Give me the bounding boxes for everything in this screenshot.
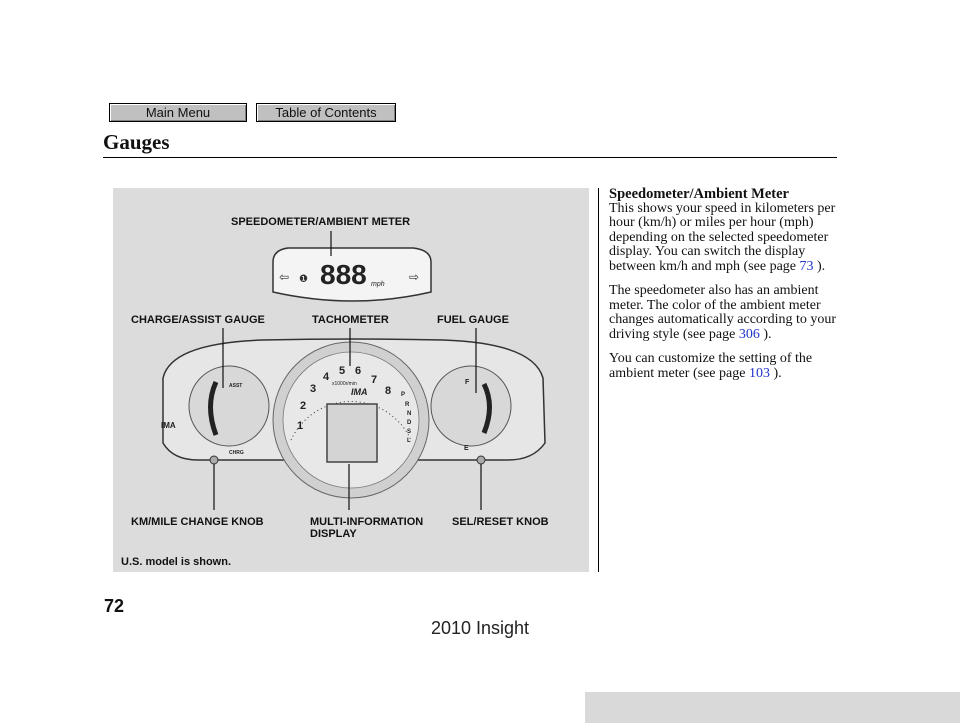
gear-letter: R (405, 402, 410, 408)
tach-number: 7 (371, 374, 377, 386)
assist-label: ASST (229, 383, 242, 389)
fuel-gauge-label: FUEL GAUGE (437, 314, 509, 326)
charge-label: CHRG (229, 450, 244, 456)
charge-assist-gauge: ASST CHRG IMA (161, 365, 270, 456)
paragraph-1-end: ). (813, 258, 826, 274)
fuel-full-mark: F (465, 379, 470, 386)
gear-letter: P (401, 392, 405, 398)
tachometer-gauge: 1 2 3 4 5 6 7 8 x1000r/min IMA P R N D S… (272, 341, 430, 499)
left-arrow-icon: ⇦ (279, 270, 289, 284)
speed-digits: 888 (320, 259, 367, 290)
paragraph-1-text: This shows your speed in kilometers per … (609, 200, 836, 274)
footer-title: 2010 Insight (430, 618, 530, 638)
paragraph-2-end: ). (759, 326, 772, 342)
fuel-empty-mark: E (464, 445, 469, 452)
paragraph-1: This shows your speed in kilometers per … (609, 200, 841, 275)
gear-letter: D (407, 420, 412, 426)
tach-number: 3 (310, 383, 316, 395)
ima-warning-label: IMA (161, 421, 176, 430)
instrument-panel-figure: 888 mph ⇦ ⇨ ❶ ASST CHRG IMA 1 2 3 4 5 6 (113, 188, 589, 572)
paragraph-3-end: ). (769, 365, 782, 381)
leader-lines (213, 231, 482, 510)
tach-number: 6 (355, 365, 361, 377)
multi-information-display-screen (326, 403, 378, 463)
main-menu-button[interactable]: Main Menu (109, 103, 247, 122)
header-rule (103, 157, 837, 158)
tachometer-label: TACHOMETER (312, 314, 389, 326)
multi-information-display-label-line2: DISPLAY (310, 528, 357, 540)
fuel-gauge: F E (430, 365, 512, 452)
paragraph-2-text: The speedometer also has an ambient mete… (609, 283, 837, 342)
tach-number: 2 (300, 400, 306, 412)
ima-logo: IMA (351, 387, 368, 397)
watermark-band (585, 692, 960, 723)
column-divider (598, 188, 599, 572)
tach-number: 8 (385, 385, 391, 397)
gear-letter: N (407, 411, 411, 417)
speedometer-label: SPEEDOMETER/AMBIENT METER (231, 216, 411, 228)
tach-number: 4 (323, 371, 330, 383)
paragraph-2: The speedometer also has an ambient mete… (609, 283, 841, 342)
km-mile-knob-label: KM/MILE CHANGE KNOB (131, 516, 264, 528)
page-reference-link[interactable]: 103 (748, 365, 770, 381)
paragraph-3: You can customize the setting of the amb… (609, 351, 841, 381)
section-title: Gauges (103, 130, 170, 154)
multi-information-display-label: MULTI-INFORMATION (310, 516, 424, 528)
right-arrow-icon: ⇨ (409, 270, 419, 284)
sel-reset-knob-label: SEL/RESET KNOB (452, 516, 549, 528)
page-reference-link[interactable]: 306 (738, 326, 760, 342)
subsection-heading: Speedometer/Ambient Meter (609, 186, 789, 202)
paragraph-3-text: You can customize the setting of the amb… (609, 351, 813, 381)
instrument-panel-illustration: 888 mph ⇦ ⇨ ❶ ASST CHRG IMA 1 2 3 4 5 6 (161, 231, 546, 510)
page-number: 72 (104, 596, 125, 616)
tach-unit: x1000r/min (332, 381, 357, 387)
tach-number: 1 (297, 420, 303, 432)
gear-letter: S (407, 429, 411, 435)
sel-reset-knob (476, 455, 486, 465)
table-of-contents-button[interactable]: Table of Contents (256, 103, 396, 122)
km-mile-change-knob (209, 455, 219, 465)
page-reference-link[interactable]: 73 (799, 258, 814, 274)
body-text: Speedometer/Ambient Meter This shows you… (609, 187, 841, 391)
charge-assist-gauge-label: CHARGE/ASSIST GAUGE (131, 314, 265, 326)
figure-note: U.S. model is shown. (121, 556, 232, 568)
speedometer-display: 888 mph ⇦ ⇨ ❶ (272, 247, 432, 302)
info-icon: ❶ (299, 274, 308, 285)
gear-letter: L (407, 438, 411, 444)
tach-number: 5 (339, 365, 345, 377)
speed-unit: mph (371, 281, 385, 288)
